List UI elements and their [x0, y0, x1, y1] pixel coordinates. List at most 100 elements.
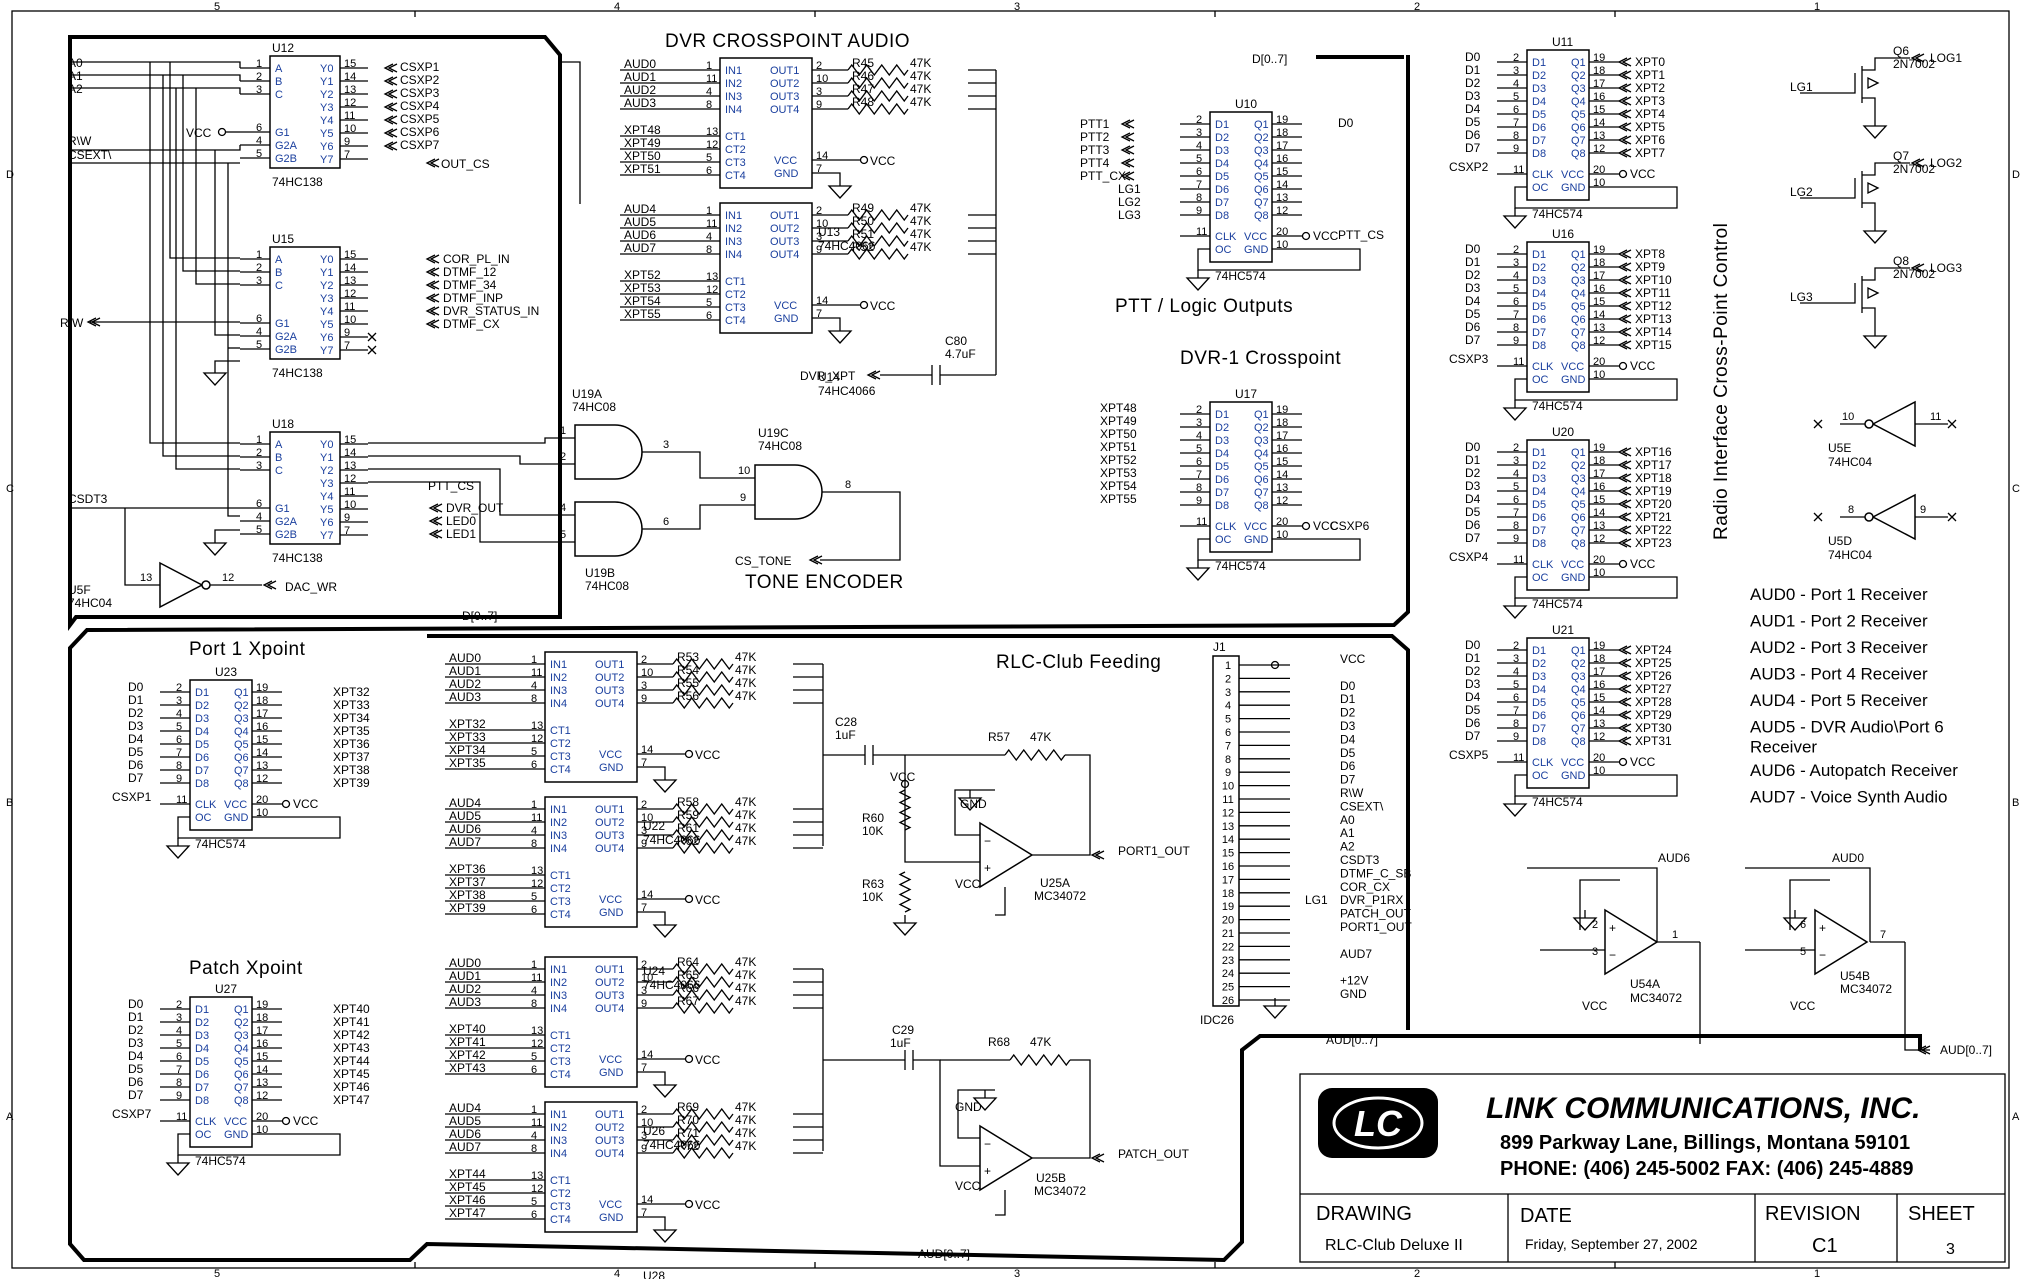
port-arrow	[1120, 119, 1135, 129]
pin-number: 1	[706, 60, 712, 72]
pin-number: 10	[1593, 567, 1605, 579]
xpt-output-label: XPT40	[333, 1002, 370, 1016]
chip-body	[269, 431, 341, 545]
pin-name: OUT2	[595, 672, 624, 684]
pin-number: 18	[1222, 888, 1234, 900]
pin-number: 1	[706, 205, 712, 217]
vcc-terminal	[281, 799, 291, 809]
gate-part: 74HC04	[1828, 455, 1872, 469]
input-net-label: D4	[1465, 690, 1481, 704]
pin-line	[177, 816, 341, 839]
gate-ref: U19A	[572, 387, 602, 401]
date-value: Friday, September 27, 2002	[1525, 1236, 1698, 1252]
ground-symbol	[202, 535, 228, 556]
pin-name: OC	[1532, 572, 1549, 584]
net-rw-top: R\W	[68, 134, 92, 148]
pin-number: 6	[531, 1209, 537, 1221]
pin-number: 3	[1225, 687, 1231, 699]
resistor	[672, 657, 734, 671]
pin-name: CT4	[725, 170, 746, 182]
output-net-label: XPT20	[1635, 497, 1672, 511]
vcc-terminal	[684, 1054, 694, 1064]
pin-name: IN4	[725, 104, 742, 116]
no-connect-mark	[367, 345, 377, 355]
pin-name: Q1	[1571, 57, 1586, 69]
pin-number: 13	[706, 126, 718, 138]
wire	[214, 150, 240, 336]
xpt-output-label: XPT33	[333, 698, 370, 712]
pin-number: 4	[256, 326, 262, 338]
pin-name: Q3	[1254, 435, 1269, 447]
and-body	[574, 501, 643, 557]
chip-body	[719, 57, 813, 189]
border-row-label: B	[6, 797, 13, 809]
no-connect-mark	[1813, 512, 1823, 522]
pin-name: D7	[195, 1082, 209, 1094]
chip-ref: U16	[1552, 227, 1574, 241]
pin-name: D8	[1532, 148, 1546, 160]
resistor-value: 47K	[735, 808, 756, 822]
wire	[1904, 942, 1930, 1051]
opamp-body	[1604, 908, 1659, 976]
xpt-output-label: XPT41	[333, 1015, 370, 1029]
logo-text: LC	[1354, 1103, 1403, 1144]
pin-name: GND	[1561, 182, 1586, 194]
address-a0-bus	[149, 62, 240, 444]
pin-name: GND	[774, 313, 799, 325]
ptt-input-label: PTT1	[1080, 117, 1110, 131]
pin-name: D7	[1215, 487, 1229, 499]
chip-ref: U28	[643, 1269, 665, 1279]
wire	[195, 88, 240, 285]
port-arrow	[1120, 158, 1135, 168]
aud-net-label: AUD2	[449, 982, 481, 996]
pin-number: 15	[344, 249, 356, 261]
output-net-label: XPT7	[1635, 146, 1665, 160]
port-arrow	[383, 115, 398, 125]
pin-number: 11	[1196, 516, 1207, 528]
chip-ref: U24	[643, 964, 665, 978]
resistor-ref: R71	[677, 1126, 699, 1140]
net-arrow	[1617, 70, 1632, 80]
vcc-label: VCC	[695, 1198, 721, 1212]
input-net-label: D4	[128, 1049, 144, 1063]
pin-number: 14	[816, 295, 828, 307]
output-net-label: XPT9	[1635, 260, 1665, 274]
pin-number: 18	[1593, 257, 1605, 269]
xpt-net-label: XPT54	[624, 294, 661, 308]
pin-name: IN4	[725, 249, 742, 261]
pin-number: 8	[1513, 322, 1519, 334]
pin-name: OC	[195, 812, 212, 824]
net-arrow	[1617, 460, 1632, 470]
port-arrow	[425, 319, 440, 329]
pin-number: 7	[1225, 740, 1231, 752]
pin-number: 10	[1222, 781, 1234, 793]
pin-number: 12	[1593, 731, 1605, 743]
address-a2	[68, 87, 241, 94]
pin-number: 13	[140, 572, 152, 584]
rw-line	[68, 145, 241, 151]
pin-number: 4	[560, 502, 566, 514]
connector-pin-label: D7	[1340, 773, 1356, 787]
pin-number: 4	[1196, 430, 1202, 442]
pin-number: 18	[1593, 653, 1605, 665]
pin-number: 4	[1513, 666, 1519, 678]
output-net-label: XPT31	[1635, 734, 1672, 748]
pin-number: 11	[531, 1117, 542, 1129]
gate-ref: U19B	[585, 566, 615, 580]
pin-name: D2	[195, 700, 209, 712]
net-arrow	[1617, 658, 1632, 668]
border-col-label: 5	[214, 1, 220, 13]
aud-net-label: AUD6	[449, 1127, 481, 1141]
net-arrow	[1617, 109, 1632, 119]
chip-ref: U18	[272, 417, 294, 431]
input-net-label: D1	[1465, 255, 1481, 269]
pin-number: 13	[1222, 821, 1234, 833]
pin-number: 8	[1196, 192, 1202, 204]
pin-name: GND	[599, 1212, 624, 1224]
vcc-terminal	[1618, 361, 1628, 371]
pin-name: Q7	[1254, 487, 1269, 499]
output-net-label: XPT11	[1635, 286, 1671, 300]
vcc-label: VCC	[955, 1179, 981, 1193]
